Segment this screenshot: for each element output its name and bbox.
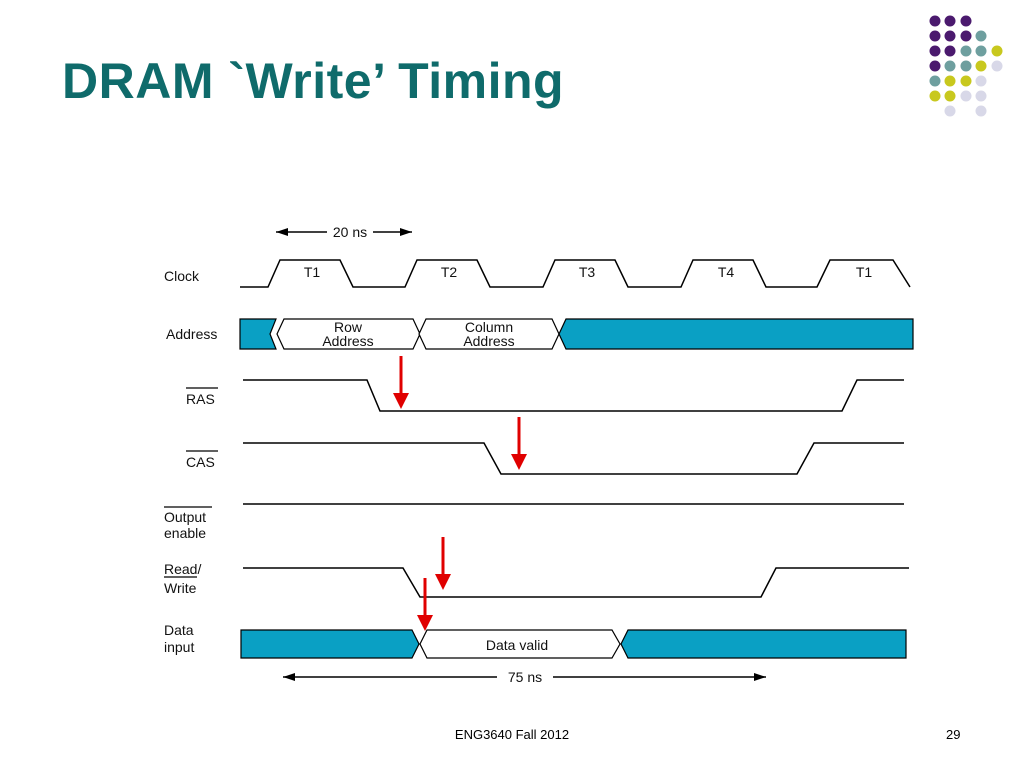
address-bus-row-segment [276,318,421,350]
clock-cycle-label: T3 [579,264,596,280]
data-bus-invalid-segment-left [240,629,420,659]
address-bus-invalid-segment [239,318,277,350]
footer-course: ENG3640 Fall 2012 [454,727,570,742]
signal-label-data: Data [164,622,194,638]
decorative-dot [975,60,987,72]
clock-cycle-label: T2 [441,264,458,280]
data-edge-arrow-icon [417,578,433,631]
decorative-dot [929,75,941,87]
decorative-dot [929,45,941,57]
ras-edge-arrow-icon [393,356,409,409]
signal-label-output: Output [164,509,206,525]
signal-label-address: Address [166,326,217,342]
data-bus-valid-segment [419,629,621,659]
decorative-dot [960,30,972,42]
decorative-dot [975,30,987,42]
decorative-dot [991,60,1003,72]
signal-label-write: Write [164,580,197,596]
signal-label-read: Read/ [164,561,201,577]
decorative-dot [960,45,972,57]
data-bus-invalid-segment-right [620,629,907,659]
data-valid-label: Data valid [486,637,548,653]
cas-waveform [243,442,904,475]
clock-cycle-label: T4 [718,264,735,280]
address-bus-column-segment [418,318,560,350]
row-address-label-line2: Address [322,333,373,349]
total-time-label: 75 ns [508,669,542,685]
decorative-dot [960,75,972,87]
address-bus-dontcare-segment [558,318,914,350]
write-edge-arrow-icon [435,537,451,590]
column-address-label-line2: Address [463,333,514,349]
decorative-dot [944,75,956,87]
decorative-dot [960,60,972,72]
slide-title: DRAM `Write’ Timing [62,53,565,109]
clock-cycle-label: T1 [304,264,321,280]
decorative-dot [929,15,941,27]
decorative-dot [944,30,956,42]
decorative-dot [944,60,956,72]
decorative-dot [991,45,1003,57]
address-bus: Row Address Column Address [239,318,914,350]
decorative-dot [960,15,972,27]
decorative-dot [960,90,972,102]
decorative-dot [929,30,941,42]
decorative-dot [975,105,987,117]
decorative-dot [975,45,987,57]
row-address-label-line1: Row [334,319,363,335]
decorative-dot [929,90,941,102]
clock-period-label: 20 ns [333,224,367,240]
clock-cycle-labels: T1 T2 T3 T4 T1 [304,264,873,280]
page-number: 29 [946,727,961,742]
total-time-dimension: 75 ns [283,669,766,685]
clock-cycle-label: T1 [856,264,873,280]
read-write-waveform [243,567,909,598]
signal-label-cas: CAS [186,454,215,470]
signal-label-ras: RAS [186,391,215,407]
ras-waveform [243,379,904,412]
column-address-label-line1: Column [465,319,513,335]
decorative-dot-grid [929,15,1003,117]
data-input-bus: Data valid [240,629,907,659]
decorative-dot [975,75,987,87]
cas-edge-arrow-icon [511,417,527,470]
clock-waveform [240,259,911,288]
signal-label-enable: enable [164,525,206,541]
clock-period-dimension: 20 ns [276,224,412,240]
decorative-dot [944,90,956,102]
decorative-dot [944,105,956,117]
signal-label-input: input [164,639,194,655]
decorative-dot [944,15,956,27]
decorative-dot [929,60,941,72]
decorative-dot [944,45,956,57]
decorative-dot [975,90,987,102]
red-arrows [393,356,527,631]
signal-label-clock: Clock [164,268,200,284]
